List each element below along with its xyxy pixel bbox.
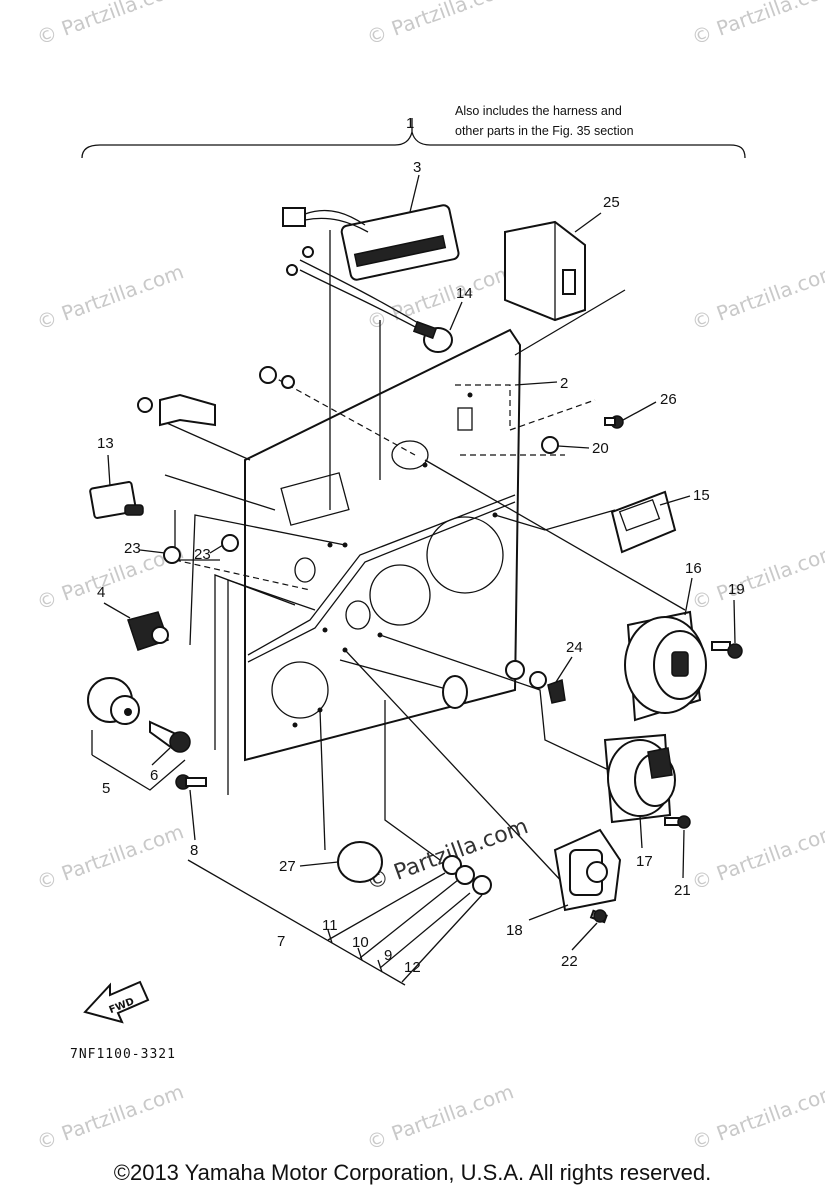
callout-18: 18 xyxy=(506,922,523,939)
part-15-meter xyxy=(610,490,677,554)
watermark-text-center: © Partzilla.com xyxy=(364,814,532,896)
leader-lines xyxy=(159,230,686,886)
part-7-bracket xyxy=(91,730,483,986)
watermark-text: © Partzilla.com xyxy=(34,819,187,894)
note-line-1: Also includes the harness and xyxy=(455,104,622,118)
part-16-receptacle xyxy=(624,610,707,722)
callout-2: 2 xyxy=(560,375,568,392)
watermark-text: © Partzilla.com xyxy=(689,819,825,894)
callout-22: 22 xyxy=(561,953,578,970)
callout-5: 5 xyxy=(102,780,110,797)
part-14-pilot-lamp xyxy=(412,320,453,353)
part-4-switch xyxy=(127,611,169,651)
watermark-text: © Partzilla.com xyxy=(689,539,825,614)
callout-4: 4 xyxy=(97,584,105,601)
screws xyxy=(589,415,691,924)
callout-13: 13 xyxy=(97,435,114,452)
gasket-ring xyxy=(442,675,468,709)
callout-3: 3 xyxy=(413,159,421,176)
callout-19: 19 xyxy=(728,581,745,598)
part-13-toggle-switch xyxy=(89,481,144,519)
part-18-receptacle xyxy=(553,828,622,912)
part-5-main-switch xyxy=(87,677,140,725)
drawing-code: 7NF1100-3321 xyxy=(70,1047,176,1062)
watermark-text: © Partzilla.com xyxy=(364,0,517,50)
callout-11: 11 xyxy=(322,917,338,934)
callout-10: 10 xyxy=(352,934,369,951)
part-8-bolt xyxy=(175,774,207,790)
callout-15: 15 xyxy=(693,487,710,504)
callout-20: 20 xyxy=(592,440,609,457)
assembly-brace xyxy=(81,118,746,159)
callout-1: 1 xyxy=(406,115,414,132)
part-25-breaker xyxy=(504,220,586,322)
fwd-arrow-icon: FWD xyxy=(83,980,150,1024)
watermark-text: © Partzilla.com xyxy=(34,1079,187,1154)
part-24-knob xyxy=(547,678,566,704)
part-17-receptacle xyxy=(603,733,676,824)
callout-24: 24 xyxy=(566,639,583,656)
callout-12: 12 xyxy=(404,959,421,976)
note-line-2: other parts in the Fig. 35 section xyxy=(455,124,634,138)
part-27-cap xyxy=(337,841,383,883)
nuts-and-washers xyxy=(137,366,559,895)
part-3-wire-harness xyxy=(282,204,460,336)
watermark-text: © Partzilla.com xyxy=(364,1079,517,1154)
callout-25: 25 xyxy=(603,194,620,211)
watermark-text: © Partzilla.com xyxy=(34,0,187,50)
callout-23a: 23 xyxy=(124,540,141,557)
callout-labels: 1 2 3 4 5 6 7 8 9 10 11 12 13 14 15 16 1… xyxy=(97,115,745,976)
watermark-text: © Partzilla.com xyxy=(689,0,825,50)
copyright-notice: ©2013 Yamaha Motor Corporation, U.S.A. A… xyxy=(113,1160,712,1185)
watermark-text: © Partzilla.com xyxy=(689,1079,825,1154)
watermark-text: © Partzilla.com xyxy=(689,259,825,334)
callout-21: 21 xyxy=(674,882,691,899)
callout-17: 17 xyxy=(636,853,653,870)
watermark-text: © Partzilla.com xyxy=(34,539,187,614)
part-19-bolt xyxy=(711,641,743,659)
callout-26: 26 xyxy=(660,391,677,408)
part-6-key xyxy=(149,720,191,753)
callout-16: 16 xyxy=(685,560,702,577)
callout-8: 8 xyxy=(190,842,198,859)
callout-9: 9 xyxy=(384,947,392,964)
callout-7: 7 xyxy=(277,933,285,950)
watermark-text: © Partzilla.com xyxy=(34,259,187,334)
callout-6: 6 xyxy=(150,767,158,784)
callout-leaders xyxy=(103,174,736,951)
control-panel xyxy=(244,328,522,762)
switch-bracket xyxy=(159,393,216,427)
callout-23b: 23 xyxy=(194,546,211,563)
callout-14: 14 xyxy=(456,285,473,302)
callout-27: 27 xyxy=(279,858,296,875)
